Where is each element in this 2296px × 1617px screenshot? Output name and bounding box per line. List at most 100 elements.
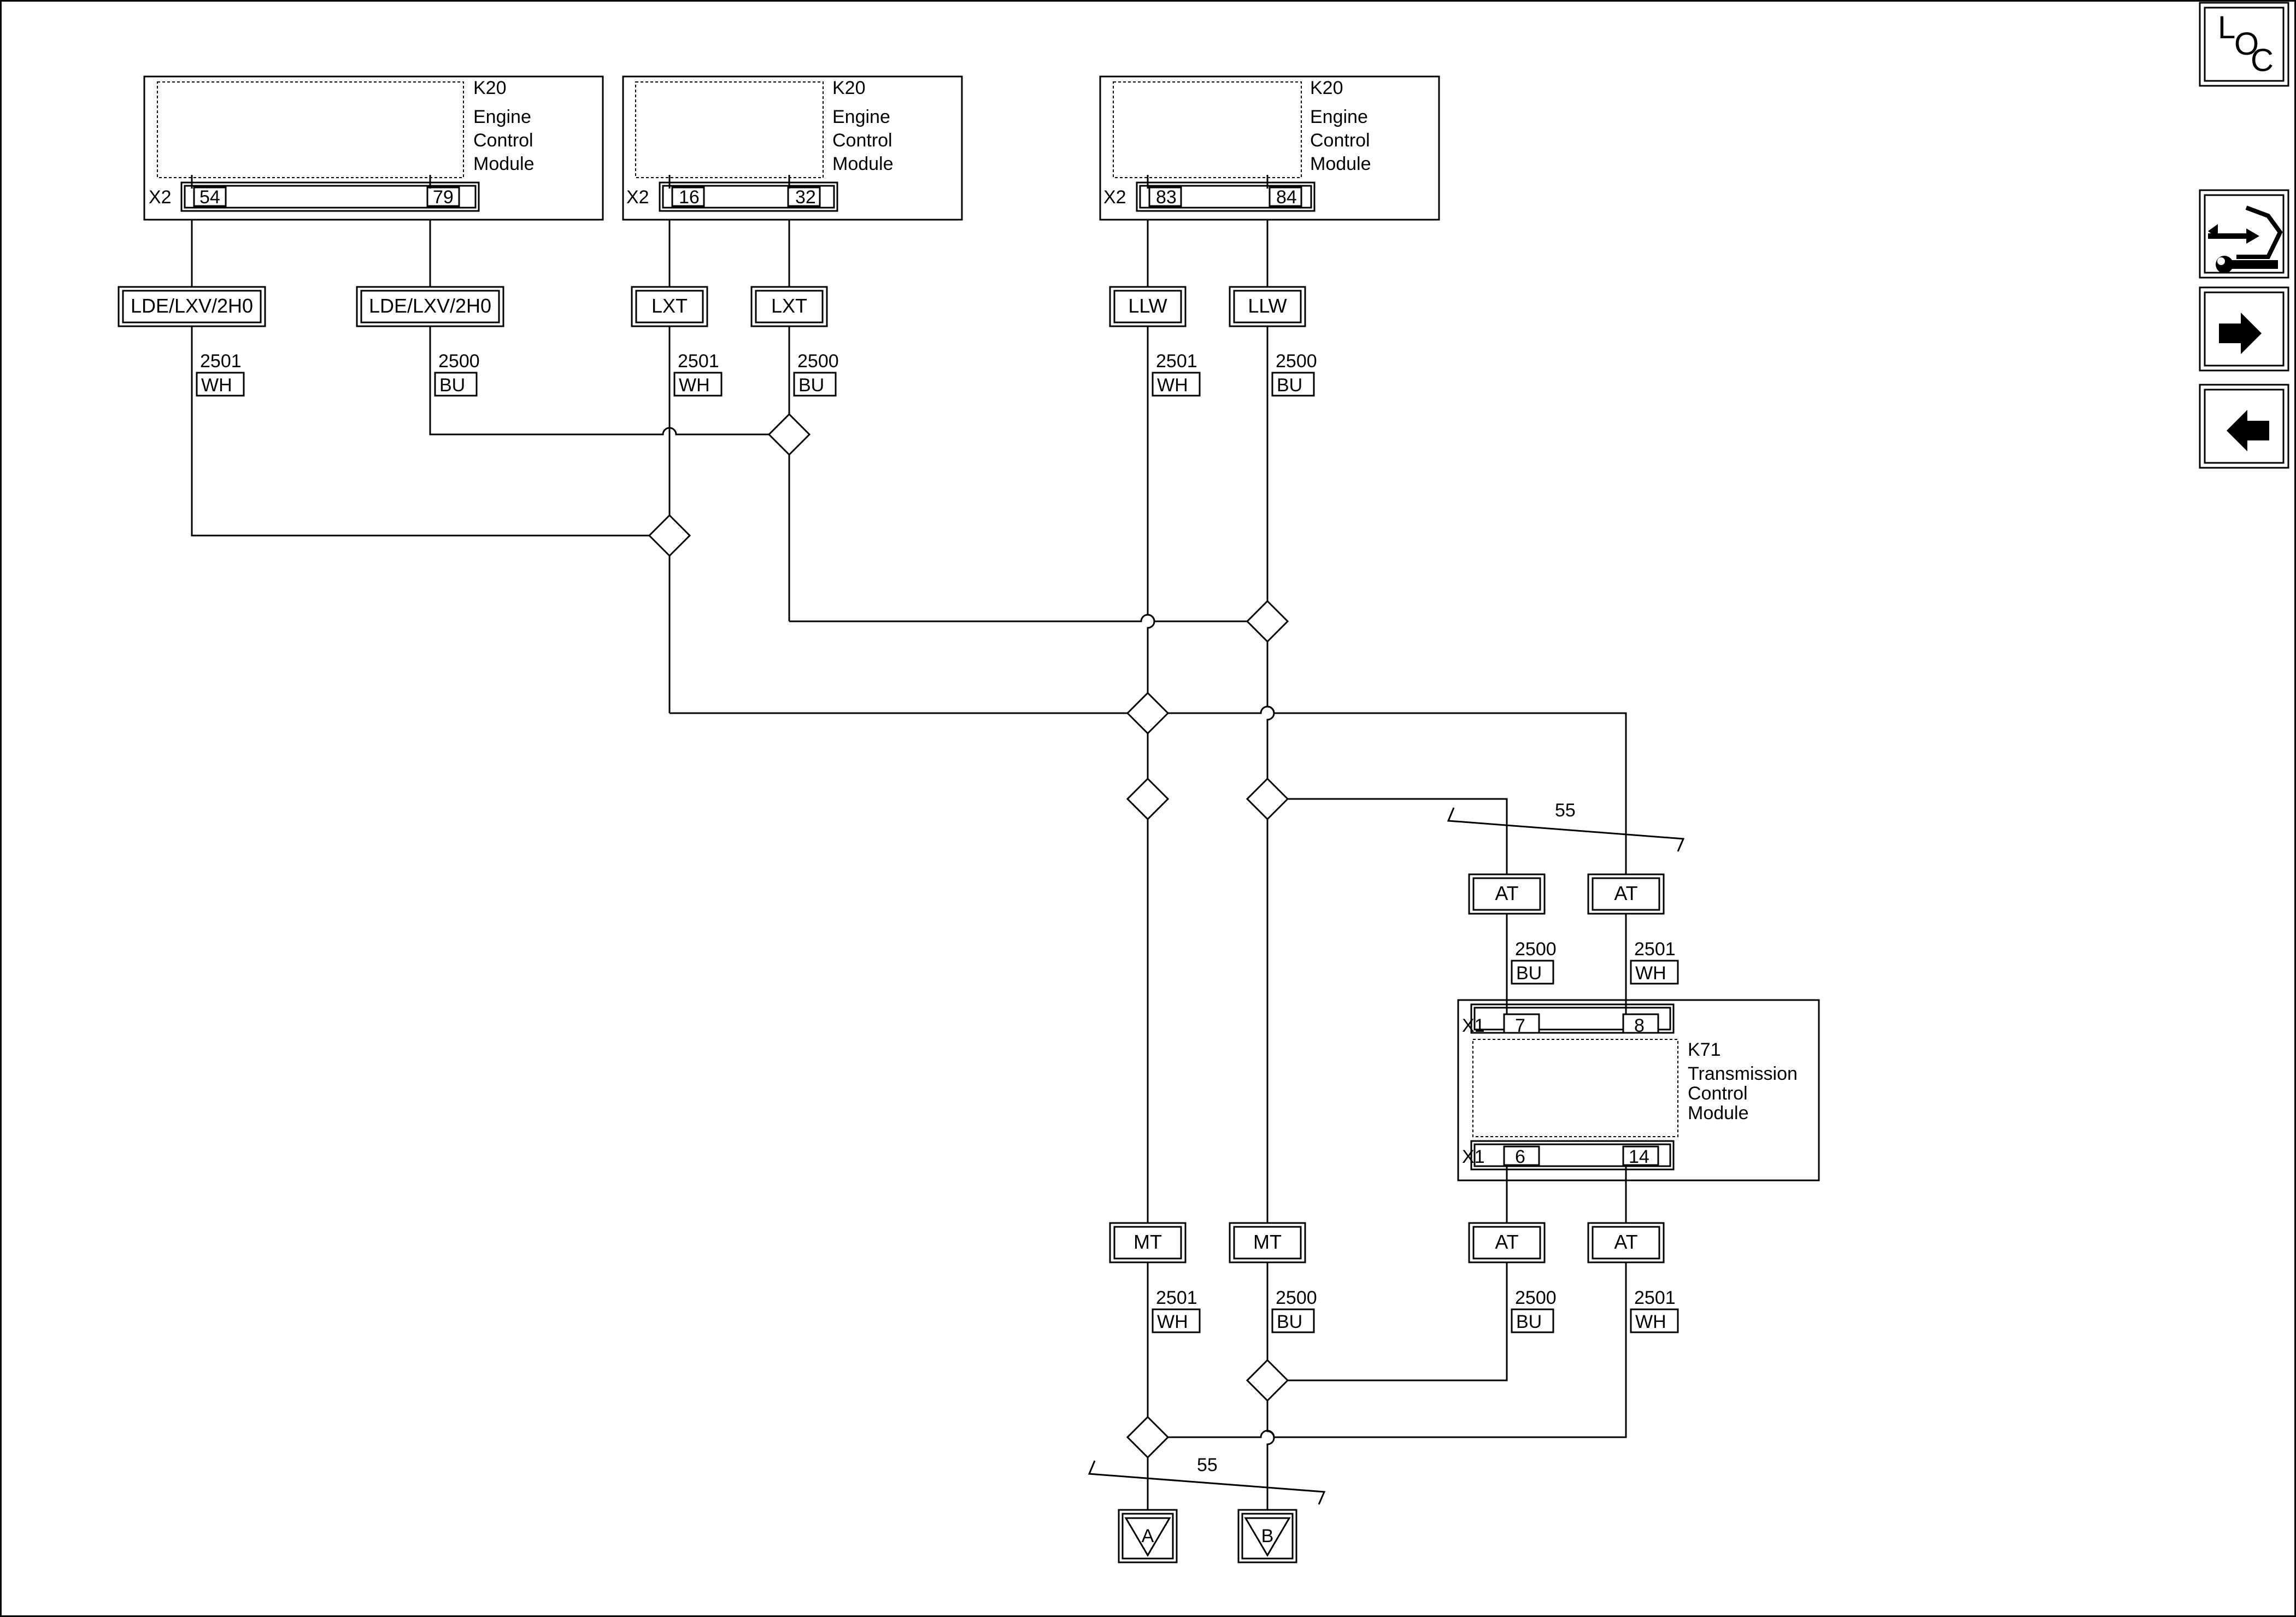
ecm-3-pin-b: 84 (1276, 187, 1297, 208)
wire-12-color: WH (1635, 1312, 1666, 1332)
ecm-1-name-2: Control (473, 130, 533, 151)
splice-6 (1246, 777, 1289, 821)
option-label-tcm-bot-a: AT (1495, 1231, 1518, 1253)
wire-8-circuit: 2501 (1634, 939, 1676, 960)
wire-6-color: BU (1277, 375, 1302, 396)
break-bottom-label: 55 (1197, 1455, 1218, 1475)
connector-wrench-icon (2208, 205, 2283, 273)
ecm-2-ref: K20 (832, 78, 866, 98)
break-markers: 55 55 (1088, 800, 1685, 1505)
component-view-button[interactable] (2199, 189, 2289, 279)
wire-labels: 2501 WH 2500 BU 2501 WH 2500 BU 2501 WH … (196, 351, 1679, 1333)
terminator-a: A (1118, 1509, 1178, 1563)
option-label-mt-a: MT (1134, 1231, 1162, 1253)
option-label-ecm1-b: LDE/LXV/2H0 (369, 295, 491, 317)
option-label-tcm-top-a: AT (1495, 882, 1518, 904)
locator-letter-l: L (2218, 10, 2235, 45)
wire-3-circuit: 2501 (678, 351, 719, 372)
ecm-2-pin-b: 32 (795, 187, 816, 208)
ecm-module-3: K20 Engine Control Module X2 83 84 (1099, 75, 1440, 221)
wire-1-circuit: 2501 (200, 351, 242, 372)
ecm-1-name-1: Engine (473, 107, 531, 127)
tcm-pin-6: 6 (1515, 1146, 1525, 1167)
wire-12-circuit: 2501 (1634, 1287, 1676, 1308)
option-label-ecm3-b: LLW (1248, 295, 1287, 317)
wire-6-circuit: 2500 (1276, 351, 1317, 372)
splice-4 (1126, 691, 1170, 735)
arrow-right-icon (2219, 313, 2262, 354)
wire-10-color: BU (1277, 1312, 1302, 1332)
option-label-mt-b: MT (1253, 1231, 1282, 1253)
ecm-2-pin-a: 16 (679, 187, 700, 208)
option-label-ecm3-a: LLW (1128, 295, 1167, 317)
next-page-button[interactable] (2199, 286, 2289, 372)
wire-5-color: WH (1157, 375, 1188, 396)
ecm-3-name-1: Engine (1310, 107, 1368, 127)
ecm-3-name-3: Module (1310, 154, 1371, 174)
splice-1 (767, 413, 811, 456)
wire-4-circuit: 2500 (797, 351, 839, 372)
ecm-2-connector: X2 (626, 187, 649, 208)
previous-page-button[interactable] (2199, 384, 2289, 469)
option-labels: LDE/LXV/2H0 LDE/LXV/2H0 LXT LXT LLW LLW … (118, 286, 1665, 1263)
wire-2-circuit: 2500 (438, 351, 480, 372)
wires (191, 175, 1627, 1516)
ecm-1-connector: X2 (149, 187, 172, 208)
ecm-3-ref: K20 (1310, 78, 1343, 98)
wire-9-color: WH (1157, 1312, 1188, 1332)
terminator-a-label: A (1142, 1526, 1154, 1547)
ecm-2-name-2: Control (832, 130, 892, 151)
option-label-ecm2-b: LXT (771, 295, 807, 317)
tcm-connector-top: X1 (1462, 1015, 1485, 1036)
option-label-ecm1-a: LDE/LXV/2H0 (131, 295, 253, 317)
splices (648, 413, 1289, 1459)
splice-2 (648, 514, 691, 557)
splice-7 (1246, 1359, 1289, 1402)
splice-5 (1126, 777, 1170, 821)
wire-5-circuit: 2501 (1156, 351, 1197, 372)
splice-8 (1126, 1415, 1170, 1459)
wire-10-circuit: 2500 (1276, 1287, 1317, 1308)
terminator-b-label: B (1261, 1526, 1274, 1547)
ecm-1-pin-a: 54 (199, 187, 220, 208)
locator-letter-o: O (2234, 26, 2259, 62)
wire-7-circuit: 2500 (1515, 939, 1557, 960)
ecm-3-pin-a: 83 (1156, 187, 1177, 208)
ecm-2-name-1: Engine (832, 107, 890, 127)
wire-3-color: WH (679, 375, 710, 396)
locator-button[interactable]: L O C (2199, 2, 2289, 87)
tcm-name-1: Transmission (1688, 1063, 1798, 1084)
tcm-connector-bottom: X1 (1462, 1146, 1485, 1167)
locator-letter-c: C (2251, 43, 2274, 78)
wire-11-color: BU (1516, 1312, 1542, 1332)
wire-1-color: WH (201, 375, 232, 396)
wire-8-color: WH (1635, 963, 1666, 984)
tcm-pin-8: 8 (1634, 1015, 1645, 1036)
tcm-name-2: Control (1688, 1083, 1748, 1104)
ecm-1-name-3: Module (473, 154, 535, 174)
ecm-module-2: K20 Engine Control Module X2 16 32 (622, 75, 963, 221)
ecm-3-connector: X2 (1103, 187, 1126, 208)
splice-3 (1246, 599, 1289, 643)
option-label-tcm-top-b: AT (1614, 882, 1637, 904)
ecm-3-name-2: Control (1310, 130, 1370, 151)
wire-9-circuit: 2501 (1156, 1287, 1197, 1308)
option-label-ecm2-a: LXT (651, 295, 688, 317)
terminator-b: B (1237, 1509, 1297, 1563)
ecm-2-name-3: Module (832, 154, 894, 174)
wire-2-color: BU (439, 375, 465, 396)
wire-11-circuit: 2500 (1515, 1287, 1557, 1308)
tcm-pin-14: 14 (1629, 1146, 1649, 1167)
arrow-left-icon (2227, 410, 2269, 451)
ecm-1-pin-b: 79 (433, 187, 454, 208)
tcm-pin-7: 7 (1515, 1015, 1525, 1036)
tcm-name-3: Module (1688, 1103, 1749, 1124)
option-label-tcm-bot-b: AT (1614, 1231, 1637, 1253)
tcm-ref: K71 (1688, 1039, 1721, 1060)
wire-7-color: BU (1516, 963, 1542, 984)
ecm-1-ref: K20 (473, 78, 507, 98)
tcm-module: X1 7 8 K71 Transmission Control Module X… (1457, 999, 1820, 1181)
break-top-label: 55 (1555, 800, 1576, 821)
